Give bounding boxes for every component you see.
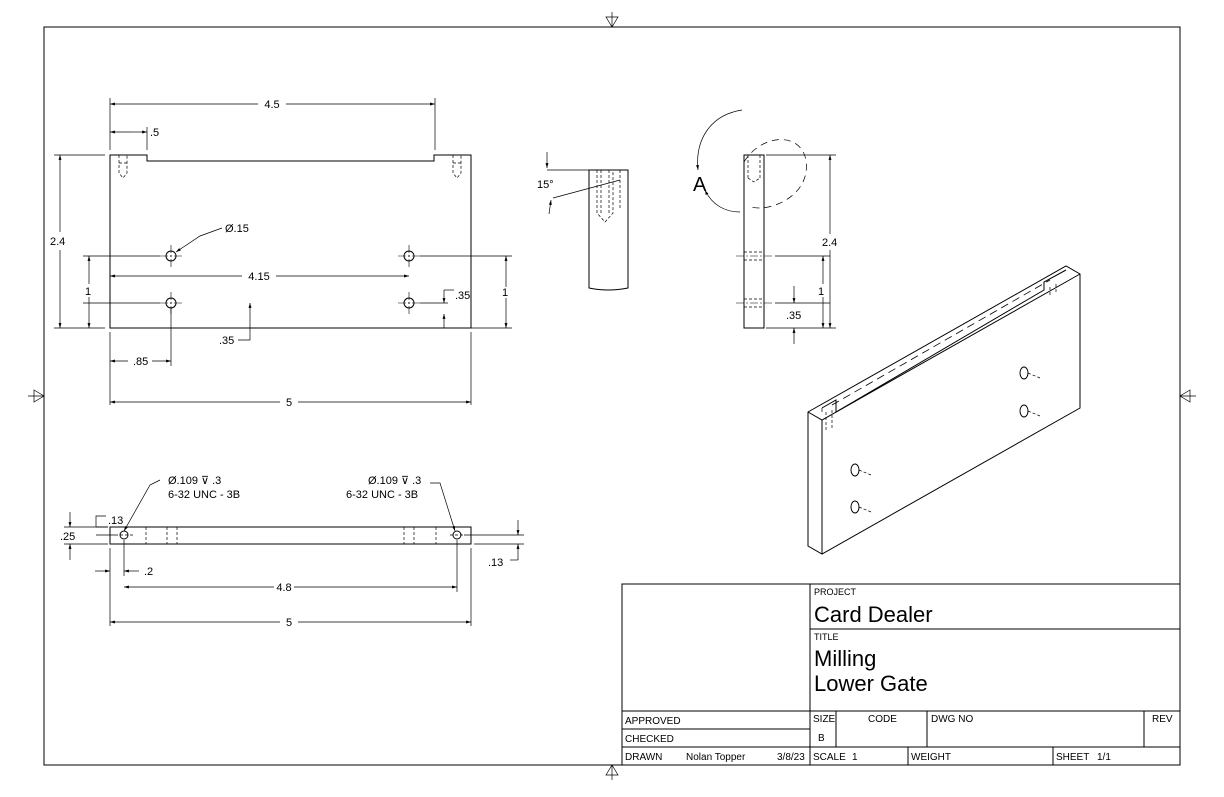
side-dimensions: 2.4 1 .35	[766, 155, 837, 344]
title-line1: Milling	[814, 646, 876, 671]
dim-bottom-tap-offset: .13	[108, 515, 123, 527]
dim-bottom-tap-from-edge: .2	[144, 566, 153, 578]
dim-hole-bottom-right: .35	[455, 290, 470, 302]
weight-label: WEIGHT	[911, 752, 951, 763]
project-label: PROJECT	[814, 587, 857, 597]
iso-hole	[850, 500, 872, 514]
approved-label: APPROVED	[625, 716, 681, 727]
title-line2: Lower Gate	[814, 671, 928, 696]
side-view: A	[693, 109, 807, 329]
dim-bottom-thickness: .25	[60, 531, 75, 543]
dim-hole-left: .85	[133, 356, 148, 368]
scale-label: SCALE	[813, 752, 846, 763]
dim-angle: 15°	[537, 179, 554, 191]
title-label: TITLE	[814, 632, 839, 642]
iso-hole	[850, 463, 872, 477]
code-label: CODE	[868, 714, 897, 725]
checked-label: CHECKED	[625, 734, 674, 745]
isometric-view	[807, 265, 1081, 555]
size-label: SIZE	[813, 714, 836, 725]
dwg-no-label: DWG NO	[931, 714, 973, 725]
view-label-a: A	[693, 174, 707, 196]
dim-hole-bottom-left: .35	[219, 335, 234, 347]
sheet-value: 1/1	[1097, 752, 1111, 763]
dim-hole-h: 4.15	[248, 271, 269, 283]
dim-overall-width: 5	[286, 397, 292, 409]
dim-bottom-right-offset: .13	[488, 557, 503, 569]
bottom-view	[109, 526, 472, 545]
dim-hole-v-left: 1	[85, 286, 91, 298]
scale-value: 1	[852, 752, 858, 763]
mounting-hole	[398, 292, 420, 314]
dim-hole-dia: Ø.15	[225, 223, 249, 235]
rev-label: REV	[1152, 714, 1173, 725]
iso-hole	[1019, 366, 1041, 380]
tap-left-line1: Ø.109 ⊽ .3	[168, 475, 221, 487]
dim-side-height: 2.4	[822, 237, 837, 249]
title-block: PROJECT Card Dealer TITLE Milling Lower …	[621, 583, 1181, 766]
mounting-hole	[398, 245, 420, 267]
dim-side-hole-bottom: .35	[786, 310, 801, 322]
mounting-hole	[160, 245, 182, 267]
tap-right-line1: Ø.109 ⊽ .3	[368, 475, 421, 487]
project-name: Card Dealer	[814, 602, 933, 627]
dim-top-width: 4.5	[264, 99, 279, 111]
sheet-border	[28, 12, 1196, 780]
front-dimensions: 4.5 .5 2.4 1 Ø.15 4.15 1 .35 .35 .85 5	[50, 98, 512, 409]
dim-bottom-tap-spacing: 4.8	[276, 582, 291, 594]
drawn-date: 3/8/23	[777, 752, 805, 763]
dim-side-hole-spacing: 1	[818, 286, 824, 298]
tap-left-line2: 6-32 UNC - 3B	[168, 489, 240, 501]
dim-height: 2.4	[50, 236, 65, 248]
tap-right-line2: 6-32 UNC - 3B	[346, 489, 418, 501]
sheet-label: SHEET	[1056, 752, 1089, 763]
angle-detail-view: 15°	[537, 152, 629, 291]
drawn-label: DRAWN	[625, 752, 662, 763]
dim-hole-v-right: 1	[502, 287, 508, 299]
dim-bottom-overall: 5	[286, 617, 292, 629]
size-value: B	[818, 733, 825, 744]
dim-slot-offset: .5	[150, 127, 159, 139]
front-view	[109, 154, 472, 329]
bottom-dimensions: Ø.109 ⊽ .3 6-32 UNC - 3B Ø.109 ⊽ .3 6-32…	[60, 475, 524, 629]
iso-hole	[1019, 404, 1041, 418]
drawn-by: Nolan Topper	[686, 752, 746, 763]
